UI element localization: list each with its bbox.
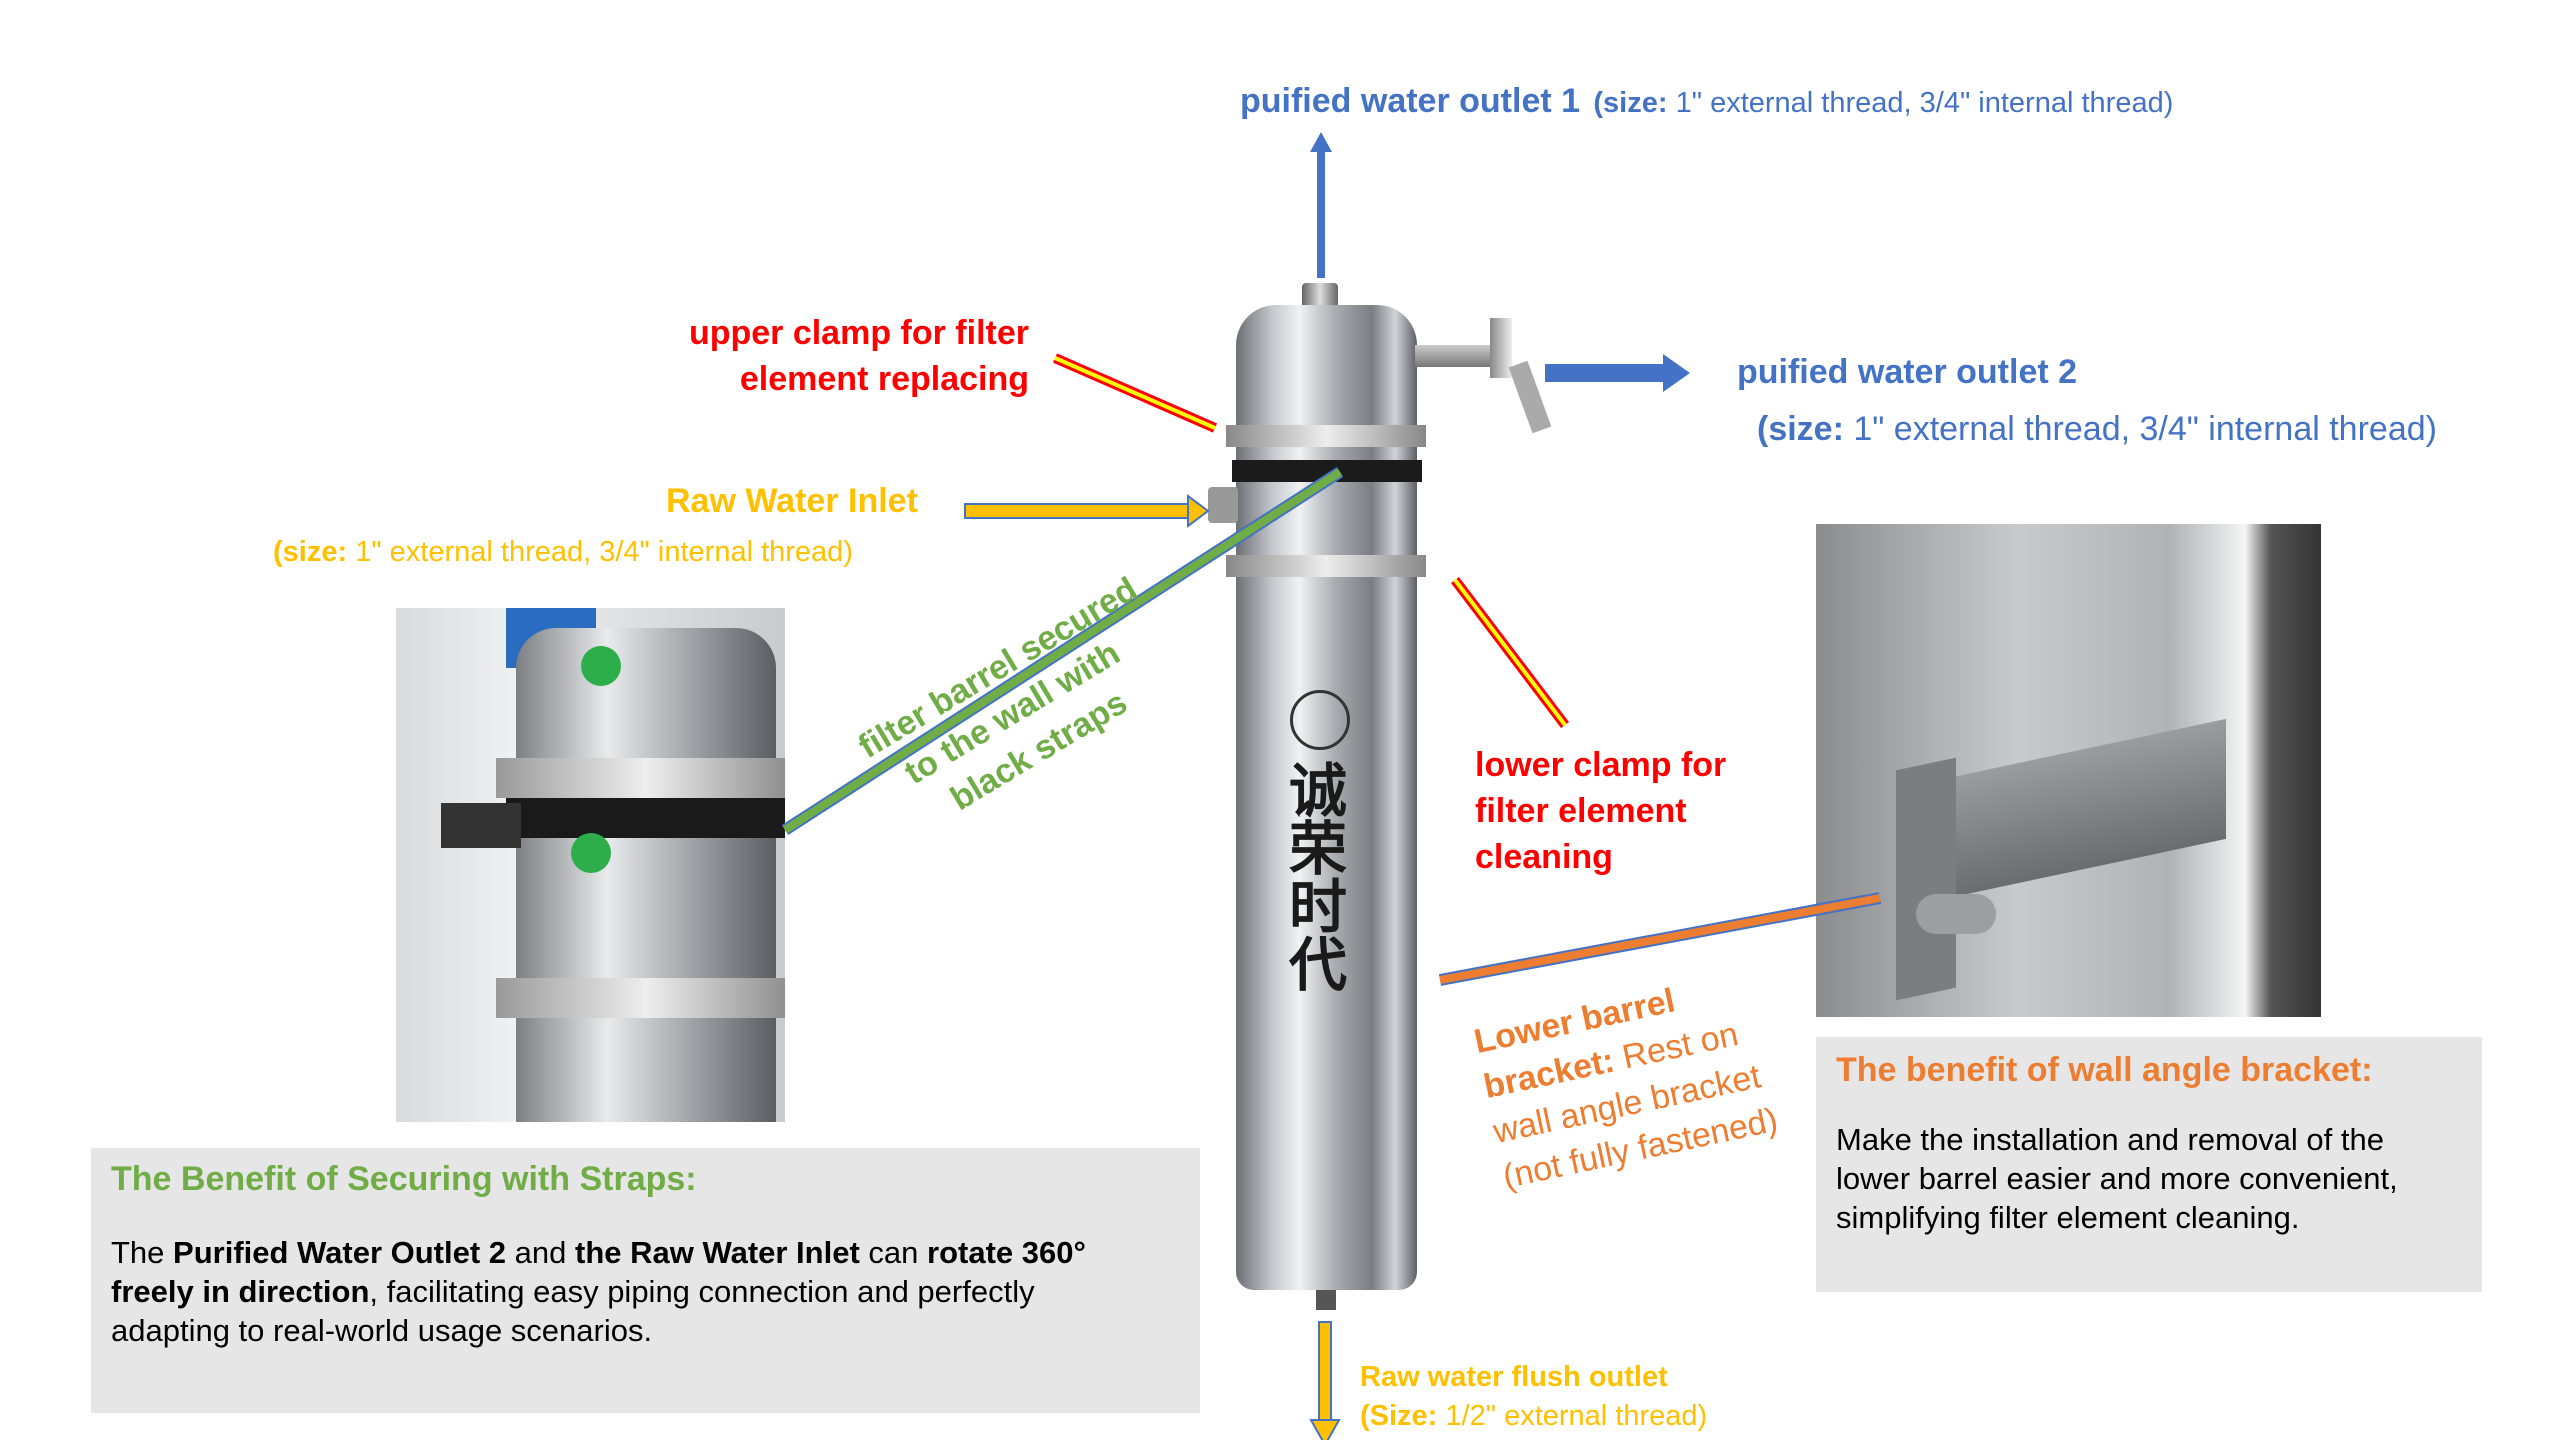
outlet2-label: puified water outlet 2 <box>1737 353 2078 391</box>
upper-clamp-arrow <box>1052 353 1218 433</box>
flush-size: (Size: 1/2" external thread) <box>1360 1400 1708 1432</box>
outlet2-size: (size: 1" external thread, 3/4" internal… <box>1757 410 2437 448</box>
brand-logo-icon <box>1290 690 1350 750</box>
strap-photo <box>396 608 785 1122</box>
flush-label: Raw water flush outlet <box>1360 1361 1668 1393</box>
straps-benefit-text: The Purified Water Outlet 2 and the Raw … <box>111 1235 1086 1348</box>
brand-logo-text: 诚荣时代 <box>1279 760 1347 992</box>
straps-benefit-box: The Benefit of Securing with Straps: The… <box>91 1148 1200 1413</box>
outlet1-arrow <box>1310 132 1332 278</box>
straps-benefit-title: The Benefit of Securing with Straps: <box>111 1160 697 1198</box>
bracket-benefit-text: Make the installation and removal of the… <box>1836 1122 2398 1235</box>
flush-arrow <box>1309 1321 1341 1440</box>
lower-bracket-arrow <box>1438 892 1882 986</box>
lower-clamp-arrow <box>1451 576 1569 729</box>
raw-inlet-arrow <box>964 494 1210 528</box>
raw-inlet-size: (size: 1" external thread, 3/4" internal… <box>273 536 853 568</box>
outlet2-arrow <box>1545 354 1690 392</box>
outlet1-label: puified water outlet 1 (size: 1" externa… <box>1240 82 2174 120</box>
bracket-photo <box>1816 524 2321 1017</box>
strap-arrow <box>781 466 1344 836</box>
raw-inlet-label: Raw Water Inlet <box>666 482 918 520</box>
bracket-benefit-title: The benefit of wall angle bracket: <box>1836 1051 2373 1089</box>
bracket-benefit-box: The benefit of wall angle bracket: Make … <box>1816 1037 2482 1292</box>
